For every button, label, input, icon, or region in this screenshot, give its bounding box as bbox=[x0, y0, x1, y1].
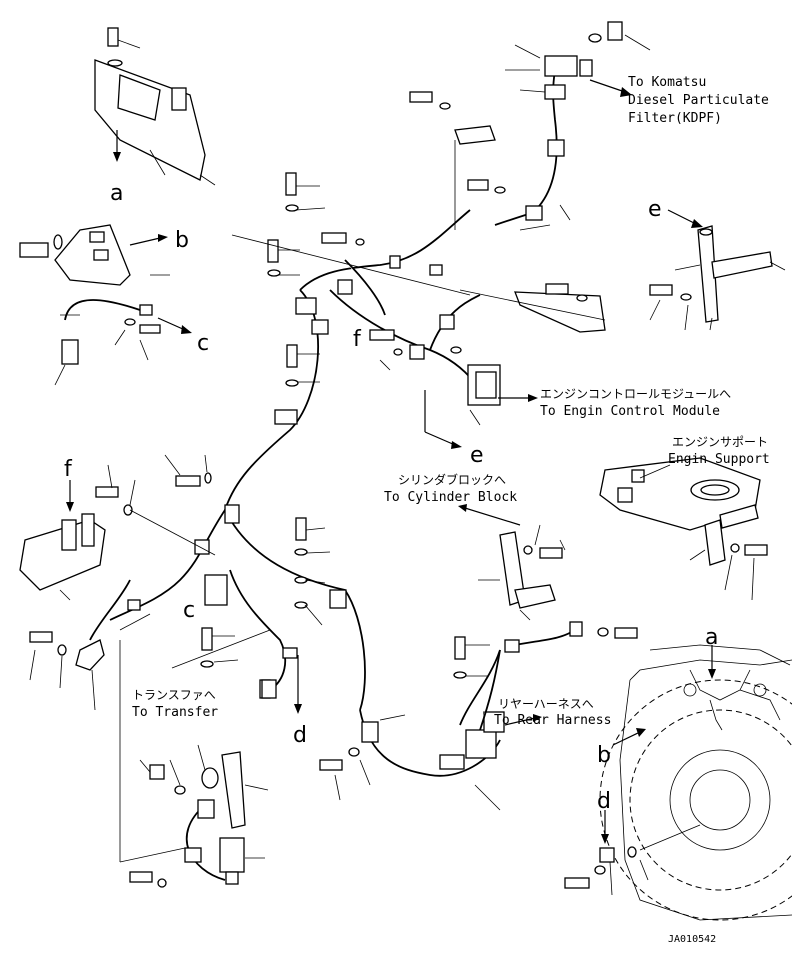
transfer-label-en: To Transfer bbox=[132, 705, 218, 720]
bolts-lower-left bbox=[29, 517, 331, 863]
letter-b-left: b bbox=[175, 228, 189, 253]
bolts-and-brackets-top bbox=[267, 91, 606, 387]
letter-d-right: d bbox=[597, 789, 611, 814]
kdpf-label: To Komatsu Diesel Particulate Filter(KDP… bbox=[628, 75, 769, 126]
ecm-label-jp: エンジンコントロールモジュールへ bbox=[540, 387, 731, 401]
cylinder-block-bracket bbox=[458, 504, 638, 653]
kdpf-label-line2: Diesel Particulate bbox=[628, 93, 769, 108]
flywheel-housing bbox=[564, 644, 792, 921]
letter-f-middle: f bbox=[353, 327, 362, 352]
transfer-label-jp: トランスファへ bbox=[132, 688, 216, 702]
letter-e-right: e bbox=[648, 197, 662, 222]
rear-harness-label-jp: リヤーハーネスへ bbox=[498, 697, 594, 711]
rear-harness-connector bbox=[319, 636, 542, 811]
bracket-e-assembly bbox=[649, 209, 786, 331]
transfer-connector bbox=[171, 629, 302, 714]
letter-d-lower: d bbox=[293, 723, 307, 748]
letter-c-lower: c bbox=[183, 598, 195, 623]
drawing-code: JA010542 bbox=[668, 934, 716, 945]
ecm-connector bbox=[379, 359, 538, 449]
rear-harness-label-en: To Rear Harness bbox=[494, 713, 611, 728]
engine-support bbox=[599, 457, 768, 601]
letter-b-right: b bbox=[597, 743, 611, 768]
kdpf-label-line3: Filter(KDPF) bbox=[628, 111, 722, 126]
letter-c-left: c bbox=[197, 331, 209, 356]
cylinder-block-label-jp: シリンダブロックへ bbox=[398, 472, 506, 487]
bracket-f-assembly bbox=[19, 454, 212, 601]
cylinder-block-label-en: To Cylinder Block bbox=[384, 490, 517, 505]
bracket-a-assembly bbox=[94, 27, 216, 186]
letter-a-right: a bbox=[705, 625, 718, 650]
engine-support-label-en: Engin Support bbox=[668, 452, 770, 467]
bottom-left-connector bbox=[129, 744, 269, 888]
kdpf-connector bbox=[505, 21, 651, 221]
engine-support-label-jp: エンジンサポート bbox=[672, 435, 768, 449]
main-harness bbox=[89, 69, 558, 777]
letter-f-left: f bbox=[64, 457, 73, 482]
letter-e-middle: e bbox=[470, 443, 484, 468]
kdpf-label-line1: To Komatsu bbox=[628, 75, 706, 90]
ecm-label-en: To Engin Control Module bbox=[540, 404, 720, 419]
leader-lines bbox=[129, 140, 606, 556]
letter-a-top: a bbox=[110, 181, 123, 206]
bracket-b-assembly bbox=[19, 224, 192, 386]
